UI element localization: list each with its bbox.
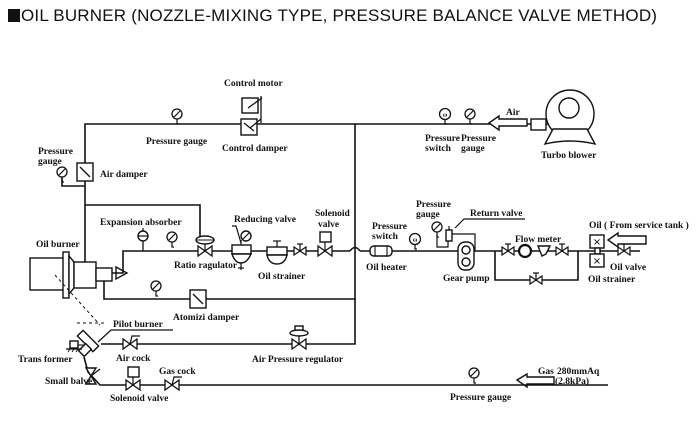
diagram-title: OIL BURNER (NOZZLE-MIXING TYPE, PRESSURE… (8, 6, 657, 26)
pressure-gauge-icon (468, 367, 480, 384)
flow-meter-label: Flow meter (515, 235, 562, 245)
pressure-gauge-icon (464, 108, 476, 125)
pressure-gauge-icon (56, 166, 68, 183)
transformer-icon (66, 340, 84, 353)
control-motor-label: Control motor (224, 79, 283, 89)
hand-valve-icon (555, 243, 569, 256)
pressure-gauge-top-label: Pressure gauge (146, 137, 207, 147)
gas-cock-label: Gas cock (159, 367, 196, 377)
air-pressure-regulator-icon (289, 325, 309, 350)
expansion-absorber-icon (137, 228, 149, 251)
solenoid-valve-oil-label-1: Solenoid (315, 209, 351, 219)
gas-label: Gas (538, 367, 554, 377)
hand-valve-icon (293, 243, 307, 256)
oil-strainer-right-icon: × × (589, 234, 605, 268)
gas-pressure-label-1: 280mmAq (557, 367, 600, 377)
ratio-regulator-label: Ratio ragulator (174, 261, 238, 271)
flow-meter-icon (517, 243, 552, 259)
oil-heater-label: Oil heater (366, 263, 408, 273)
transformer-label: Trans former (18, 355, 73, 365)
pressure-switch-air-label-1: Pressure (425, 134, 460, 144)
air-main-pipe (84, 123, 356, 300)
pilot-burner-icon (76, 329, 100, 358)
control-damper-label: Control damper (222, 144, 288, 154)
turbo-blower-icon (530, 89, 597, 146)
oil-valve-label: Oil valve (610, 263, 646, 273)
gas-pressure-label-2: (2.8kPa) (555, 376, 589, 387)
hand-valve-icon (501, 243, 515, 256)
pilot-burner-label: Pilot burner (113, 320, 164, 330)
pressure-gauge-icon (150, 280, 162, 297)
pressure-switch-air-label-2: switch (425, 144, 452, 154)
atomizing-air-pipe (103, 281, 355, 300)
solenoid-valve-gas-label: Solenoid valve (110, 394, 168, 404)
air-flow-arrow-icon (487, 114, 528, 132)
pressure-switch-oil-label-1: Pressure (372, 222, 407, 232)
oil-from-tank-label: Oil ( From service tank ) (589, 220, 689, 231)
pressure-gauge-pump-label-2: gauge (416, 210, 440, 220)
title-square-bullet (8, 9, 20, 22)
air-label: Air (506, 108, 521, 118)
oil-burner-label: Oil burner (36, 240, 80, 250)
solenoid-valve-oil-label-2: valve (318, 220, 339, 230)
gas-pipe (83, 356, 500, 386)
air-damper-label: Air damper (100, 170, 148, 180)
gas-inflow-arrow-icon (515, 372, 555, 389)
oil-inflow-arrow-icon (606, 231, 647, 249)
pressure-gauge-air-label-2: gauge (461, 144, 485, 154)
turbo-blower-label: Turbo blower (541, 151, 597, 161)
pressure-switch-icon (408, 232, 422, 250)
gas-cock-icon (164, 376, 183, 391)
pilot-air-pipe (101, 299, 356, 345)
pipe-crossover (349, 246, 361, 252)
svg-text:×: × (593, 237, 601, 248)
solenoid-valve-oil-icon (317, 231, 333, 257)
solenoid-valve-gas-icon (125, 366, 141, 391)
control-damper-icon (240, 118, 262, 136)
expansion-absorber-label: Expansion absorber (100, 218, 182, 228)
ratio-regulator-icon (195, 235, 215, 257)
gear-pump-label: Gear pump (443, 274, 490, 284)
control-motor-icon (241, 96, 263, 123)
gear-pump-icon (457, 241, 475, 271)
oil-burner-icon (29, 251, 129, 299)
pressure-gauge-icon (431, 221, 443, 238)
atomizi-damper-label: Atomizi damper (173, 313, 240, 323)
svg-text:×: × (593, 256, 601, 267)
pilot-burner-leader (97, 329, 173, 343)
atomizi-damper-icon (189, 289, 207, 309)
air-damper-icon (76, 162, 94, 182)
oil-strainer-mid-label: Oil strainer (258, 272, 306, 282)
pressure-gauge-pump-label-1: Pressure (416, 200, 451, 210)
air-cock-icon (122, 335, 141, 350)
pressure-gauge-left-label-2: gauge (38, 157, 62, 167)
burner-axis-dashed-line (54, 274, 101, 326)
ratio-signal-pipe (85, 204, 201, 241)
pressure-gauge-icon (166, 231, 178, 248)
return-valve-label: Return valve (470, 209, 523, 219)
pressure-gauge-gas-label: Pressure gauge (450, 393, 511, 403)
bypass-valve-icon (529, 272, 543, 285)
small-valve-icon (84, 367, 101, 385)
oil-heater-icon (369, 245, 393, 257)
reducing-valve-icon (231, 225, 253, 270)
oil-valve-icon (617, 243, 631, 256)
title-text: OIL BURNER (NOZZLE-MIXING TYPE, PRESSURE… (21, 6, 658, 25)
small-valve-label: Small balve (45, 377, 92, 387)
reducing-valve-label: Reducing valve (234, 215, 296, 225)
oil-strainer-mid-icon (266, 240, 288, 265)
air-cock-label: Air cock (116, 354, 151, 364)
pressure-switch-icon (438, 107, 452, 125)
pressure-gauge-air-label-1: Pressure (461, 134, 496, 144)
return-valve-icon (445, 218, 525, 251)
pressure-switch-oil-label-2: switch (372, 232, 399, 242)
oil-strainer-right-label: Oil strainer (588, 275, 636, 285)
pressure-gauge-icon (171, 108, 183, 125)
air-pressure-regulator-label: Air Pressure regulator (252, 355, 344, 365)
pressure-gauge-left-label-1: Pressure (38, 147, 73, 157)
